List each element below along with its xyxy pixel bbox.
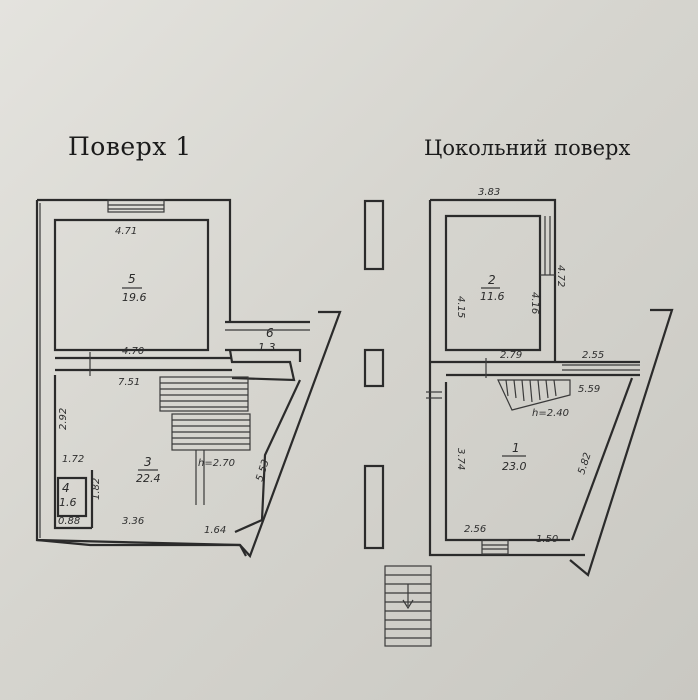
dim-b-left-height: 3.74 bbox=[455, 448, 466, 470]
room2-walls bbox=[444, 214, 542, 352]
basement-door bbox=[481, 539, 509, 555]
dim-small-bottom: 0.88 bbox=[58, 516, 80, 527]
floor1-stairs bbox=[159, 376, 251, 505]
dim-b-right-wing: 4.72 bbox=[555, 265, 566, 287]
dim-b-height-mark: h=2.40 bbox=[532, 408, 569, 419]
dim-b-stair-len: 5.59 bbox=[578, 384, 600, 395]
room3-number: 3 bbox=[144, 455, 152, 469]
basement-stairs bbox=[497, 379, 571, 411]
window-top bbox=[107, 199, 165, 213]
floor1-plan: 5 19.6 6 1.3 3 22.4 4 1.6 4.71 4.70 7.51… bbox=[35, 198, 342, 559]
dim-left-height: 2.92 bbox=[58, 408, 69, 430]
room6-area: 1.3 bbox=[258, 341, 276, 354]
dim-b-bottom-b: 1.50 bbox=[536, 534, 558, 545]
dim-b-bottom-a: 2.56 bbox=[464, 524, 486, 535]
room1-walls bbox=[428, 382, 585, 557]
room1-area: 23.0 bbox=[502, 460, 527, 473]
room2-number: 2 bbox=[488, 273, 496, 287]
outside-stair bbox=[384, 565, 432, 647]
room4-number: 4 bbox=[62, 481, 70, 495]
basement-plan: 2 11.6 1 23.0 3.83 4.15 4.16 4.72 2.79 2… bbox=[384, 187, 674, 647]
dim-small-top: 1.72 bbox=[62, 454, 84, 465]
dim-b-top-width: 3.83 bbox=[478, 187, 500, 198]
dim-b-room2-bottom: 2.79 bbox=[500, 350, 522, 361]
dim-b-ledge: 2.55 bbox=[582, 350, 604, 361]
room4-walls bbox=[56, 476, 88, 518]
room3-area: 22.4 bbox=[136, 472, 161, 485]
dim-b-room2-left: 4.15 bbox=[455, 296, 466, 318]
dim-b-room2-right: 4.16 bbox=[529, 292, 540, 314]
dim-b-right-diag: 5.82 bbox=[576, 451, 593, 476]
separator-marks bbox=[363, 199, 385, 550]
dim-bottom-b: 1.64 bbox=[204, 525, 226, 536]
basement-heading: Цокольний поверх bbox=[424, 136, 631, 160]
dim-bottom-a: 3.36 bbox=[122, 516, 144, 527]
dim-room3-top: 7.51 bbox=[118, 377, 140, 388]
divider-5-3 bbox=[55, 356, 232, 372]
floor1-slanted-wall bbox=[239, 310, 342, 559]
stair-arrow-icon bbox=[402, 599, 414, 610]
dim-height-mark: h=2.70 bbox=[198, 458, 235, 469]
room4-area: 1.6 bbox=[59, 496, 77, 509]
dim-small-side: 1.82 bbox=[91, 478, 102, 500]
room1-number: 1 bbox=[512, 441, 520, 455]
basement-outer-wall bbox=[428, 198, 557, 382]
room2-area: 11.6 bbox=[480, 290, 505, 303]
basement-slanted-wall bbox=[569, 308, 674, 577]
room5-walls bbox=[53, 218, 210, 352]
room6-walls bbox=[225, 320, 310, 362]
dim-top-width: 4.71 bbox=[115, 226, 137, 237]
floor1-heading: Поверх 1 bbox=[68, 132, 192, 161]
room6-number: 6 bbox=[266, 326, 274, 340]
dim-right-diag: 5.53 bbox=[254, 458, 271, 483]
room3-walls bbox=[53, 375, 94, 530]
floor1-outer-wall bbox=[35, 198, 296, 547]
room5-area: 19.6 bbox=[122, 291, 147, 304]
dim-room5-bottom: 4.70 bbox=[122, 346, 144, 357]
room5-number: 5 bbox=[128, 272, 136, 286]
